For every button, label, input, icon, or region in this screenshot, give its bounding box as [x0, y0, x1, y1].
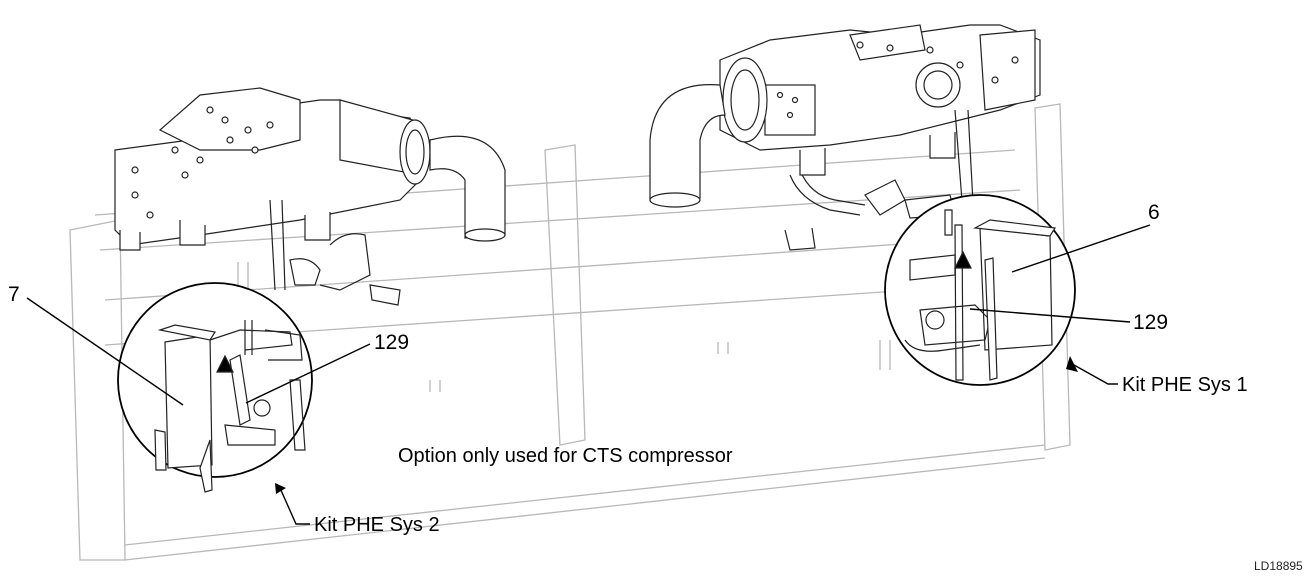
detail-circle-sys2 [117, 282, 313, 494]
callout-6-label: 6 [1148, 201, 1160, 224]
compressor-left [114, 87, 506, 306]
leader-129-left [245, 343, 371, 404]
callout-129-left-label: 129 [374, 331, 410, 354]
compressor-right [649, 24, 1041, 251]
leader-7 [26, 297, 184, 406]
kit-phe-sys2-label: Kit PHE Sys 2 [314, 514, 440, 536]
callout-129-right-label: 129 [1133, 311, 1169, 334]
detail-circle-sys1 [884, 194, 1078, 386]
leader-kit-sys2 [279, 487, 310, 525]
option-note: Option only used for CTS compressor [398, 445, 733, 467]
kit-phe-sys1-label: Kit PHE Sys 1 [1122, 374, 1248, 396]
drawing-code: LD18895 [1254, 559, 1303, 573]
callout-7-label: 7 [8, 283, 20, 306]
leader-lines [26, 224, 1151, 525]
leader-6 [1011, 224, 1151, 273]
leader-kit-sys1 [1073, 364, 1118, 385]
leader-129-right [969, 308, 1131, 323]
